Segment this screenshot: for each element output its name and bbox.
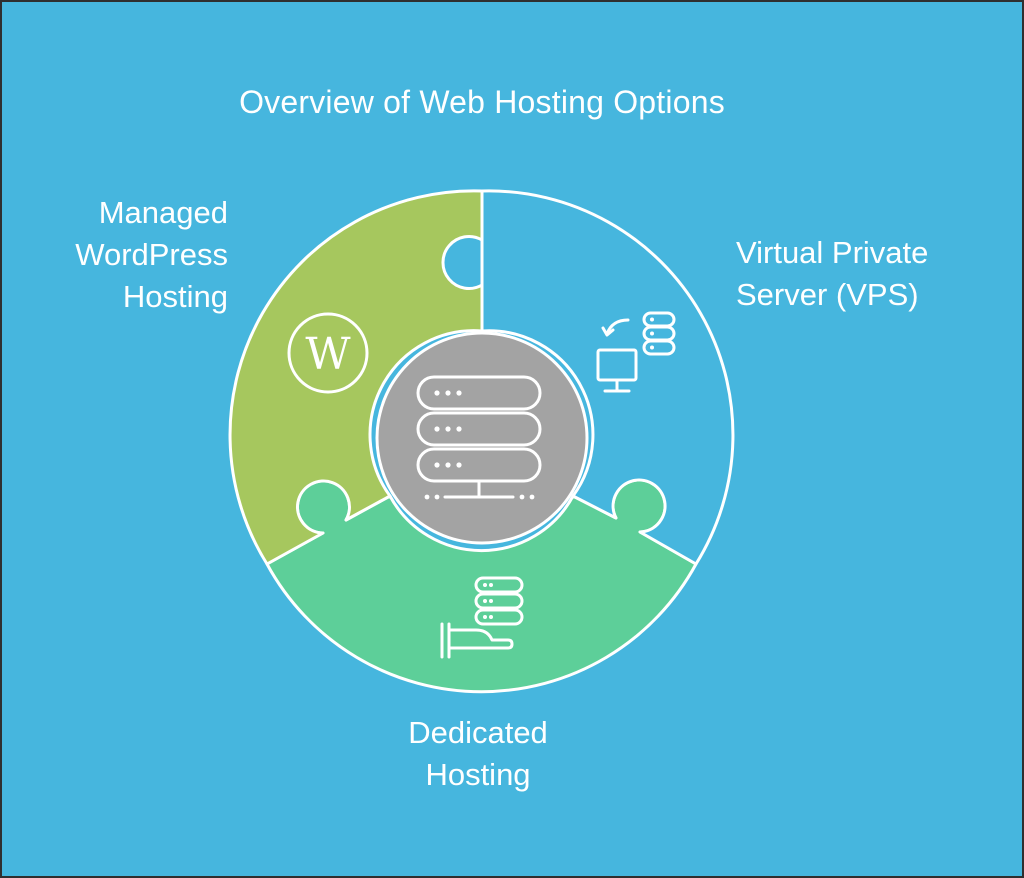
segment-vps (480, 189, 735, 566)
dedicated-server-hand-icon (440, 576, 524, 659)
center-hub (375, 331, 589, 545)
wordpress-logo-icon: W (287, 312, 369, 394)
vps-transfer-icon (596, 311, 676, 393)
segment-managed-wordpress (228, 189, 484, 566)
server-network-icon (416, 375, 542, 500)
label-managed-wordpress: Managed WordPress Hosting (75, 195, 228, 314)
label-vps: Virtual Private Server (VPS) (736, 235, 929, 312)
diagram-title: Overview of Web Hosting Options (239, 84, 725, 120)
svg-text:W: W (305, 329, 351, 380)
label-dedicated: Dedicated Hosting (408, 715, 548, 792)
